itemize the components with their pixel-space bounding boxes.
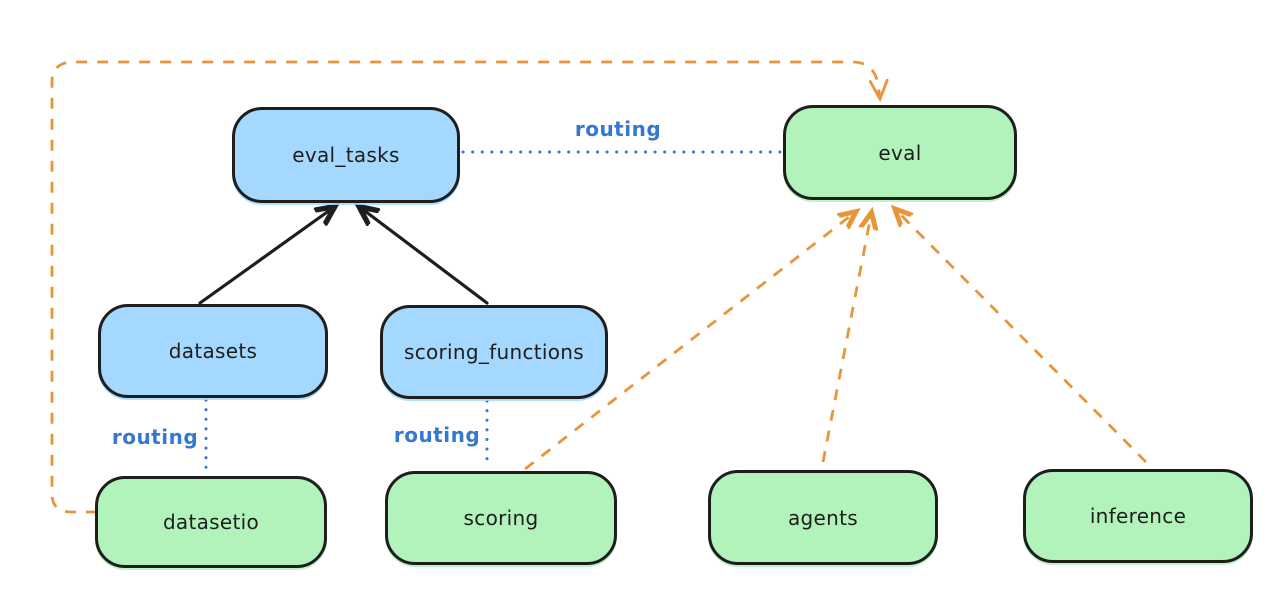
node-eval: eval (783, 105, 1017, 200)
edge-agents-eval (821, 206, 879, 463)
node-datasetio: datasetio (95, 476, 327, 568)
node-scoring: scoring (385, 471, 617, 565)
node-scoring-functions: scoring_functions (380, 305, 608, 399)
node-eval-tasks-label: eval_tasks (292, 143, 400, 167)
edge-datasets-eval-tasks (198, 202, 341, 305)
edge-label-routing-eval-tasks-eval: routing (574, 117, 662, 141)
node-inference: inference (1023, 469, 1253, 563)
edge-inference-eval (890, 204, 1147, 463)
node-datasetio-label: datasetio (162, 510, 260, 534)
node-eval-label: eval (878, 140, 922, 165)
edge-label-routing-scoring-functions-scoring: routing (393, 423, 481, 447)
edge-label-routing-datasets-datasetio: routing (111, 425, 199, 449)
node-agents-label: agents (788, 505, 858, 530)
node-scoring-functions-label: scoring_functions (403, 340, 585, 364)
node-eval-tasks: eval_tasks (232, 107, 460, 203)
node-scoring-label: scoring (463, 506, 539, 530)
edge-scoring-functions-eval-tasks (353, 202, 489, 305)
node-inference-label: inference (1089, 504, 1187, 528)
node-datasets-label: datasets (168, 339, 258, 363)
node-datasets: datasets (98, 304, 328, 398)
node-agents: agents (708, 470, 938, 565)
